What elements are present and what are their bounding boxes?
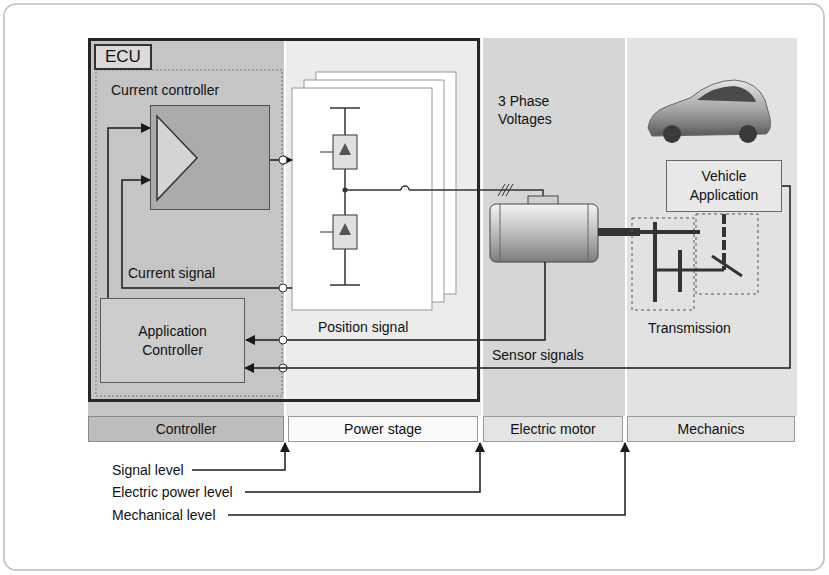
power-stage-drawing <box>292 72 456 310</box>
signal-label: Electric power level <box>112 484 233 502</box>
level-pointer <box>245 443 480 492</box>
signal-label: Position signal <box>318 319 408 337</box>
controller-column <box>88 38 284 416</box>
terminal-circle <box>279 156 287 164</box>
wire-hop <box>401 186 409 190</box>
mosfet-symbol <box>333 215 357 249</box>
diode-symbol <box>339 143 351 155</box>
bevel-gear <box>712 256 742 276</box>
level-name: Controller <box>156 420 217 439</box>
terminal-circle <box>279 284 287 292</box>
amplifier-symbol <box>151 106 268 208</box>
gear <box>653 222 657 302</box>
gear-housing <box>696 214 758 294</box>
ecu-label: ECU <box>94 44 152 70</box>
mechanics-column <box>627 38 797 416</box>
phase-tick <box>502 184 509 196</box>
dotted-region <box>96 70 282 396</box>
phase-tick <box>498 184 505 196</box>
diode-symbol <box>339 223 351 235</box>
block-heading: Current controller <box>111 81 219 100</box>
signal-label: Signal level <box>112 462 184 480</box>
input-shaft <box>640 230 700 234</box>
amplifier-triangle <box>157 116 197 200</box>
connector-label: Sensor signals <box>492 347 584 365</box>
stage-card <box>292 88 432 310</box>
motor-body <box>490 204 598 262</box>
power-column <box>286 38 481 416</box>
phase-wires <box>345 184 543 196</box>
output-shaft <box>655 269 724 272</box>
level-pointers <box>192 443 625 515</box>
signal-label: Mechanical level <box>112 507 216 525</box>
motor-rib <box>588 204 589 262</box>
motor-column <box>483 38 625 416</box>
car-wheel <box>663 125 681 143</box>
level-box: Electric motor <box>483 416 623 443</box>
signal-label: Current signal <box>128 265 215 283</box>
drive-shaft <box>722 214 726 270</box>
ecu-frame: ECU Current controllerApplication Control… <box>88 38 480 402</box>
car-wheel <box>739 125 757 143</box>
gate-wire <box>320 232 333 233</box>
level-name: Power stage <box>344 420 422 439</box>
level-name: Mechanics <box>678 420 745 439</box>
level-name: Electric motor <box>510 420 596 439</box>
level-pointer <box>192 443 285 470</box>
wire <box>344 108 346 135</box>
level-box: Power stage <box>288 416 478 443</box>
box-label: Application Controller <box>107 322 238 360</box>
level-pointer <box>228 443 625 515</box>
signal-label: Transmission <box>648 320 731 338</box>
ground-rail <box>330 284 360 286</box>
level-box: Controller <box>88 416 284 443</box>
phase-wire <box>345 190 543 196</box>
car-window <box>697 86 756 102</box>
box-label: Vehicle Application <box>671 167 777 205</box>
application-box: Vehicle Application <box>666 160 782 212</box>
signal-label: 3 Phase Voltages <box>498 93 570 128</box>
electric-motor <box>490 196 640 262</box>
motor-shaft <box>598 228 640 236</box>
wire <box>344 249 346 285</box>
level-box: Mechanics <box>627 416 795 443</box>
signal-connector <box>245 186 790 368</box>
mosfet-symbol <box>333 135 357 169</box>
vehicle-car <box>648 80 771 143</box>
gate-wire <box>320 152 333 153</box>
controller-box: Application Controller <box>100 298 245 383</box>
phase-tick <box>506 184 513 196</box>
outer-frame <box>4 4 824 570</box>
position-signal-wire <box>246 262 545 340</box>
motor-rib <box>500 204 501 262</box>
transmission-drawing <box>632 214 758 310</box>
terminal-circle <box>279 336 287 344</box>
controller-block: Current controller <box>150 105 270 210</box>
